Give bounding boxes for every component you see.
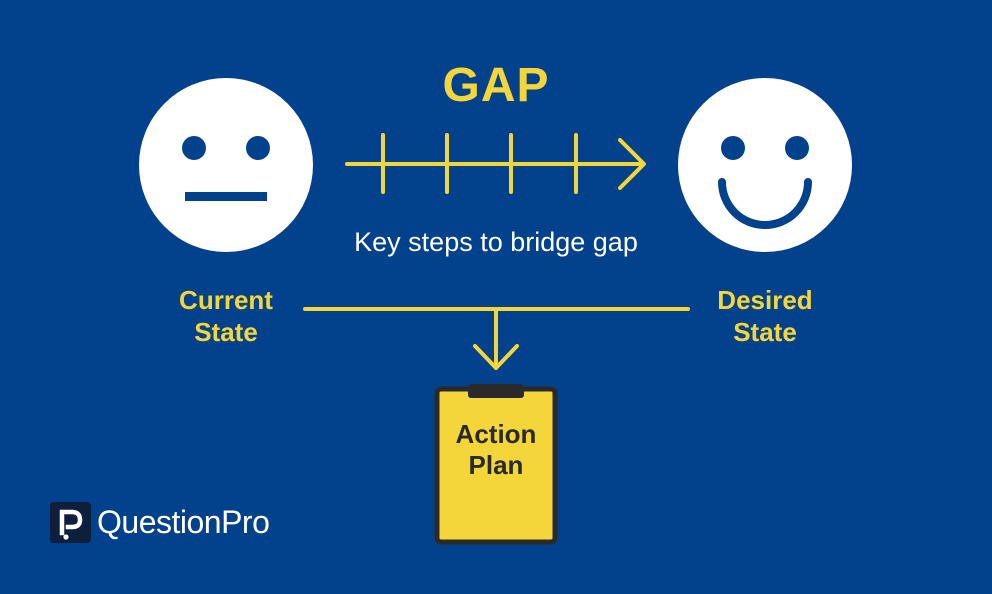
steps-arrow-head (618, 138, 646, 190)
brand-logo: QuestionPro (50, 500, 270, 544)
desired-state-label: Desired State (665, 284, 865, 348)
desired-state-label-line1: Desired (717, 285, 813, 315)
desired-state-label-line2: State (733, 317, 797, 347)
action-plan-label: Action Plan (437, 419, 555, 481)
connector-arrow (303, 307, 690, 370)
brand-name: QuestionPro (97, 504, 270, 540)
brand-mark-spacer (50, 502, 97, 543)
gap-title: GAP (442, 59, 550, 112)
current-state-label-line1: Current (179, 285, 273, 315)
neutral-face-icon (139, 78, 313, 252)
smiling-face-icon (678, 78, 852, 252)
connector-arrow-head (473, 344, 519, 370)
clipboard-icon (434, 384, 558, 545)
steps-arrow (345, 133, 646, 194)
questionpro-logo-icon (50, 502, 91, 543)
steps-caption: Key steps to bridge gap (354, 227, 638, 257)
current-state-label-line2: State (194, 317, 258, 347)
action-plan-label-line1: Action (455, 419, 537, 449)
action-plan-label-line2: Plan (468, 450, 524, 480)
current-state-label: Current State (126, 284, 326, 348)
